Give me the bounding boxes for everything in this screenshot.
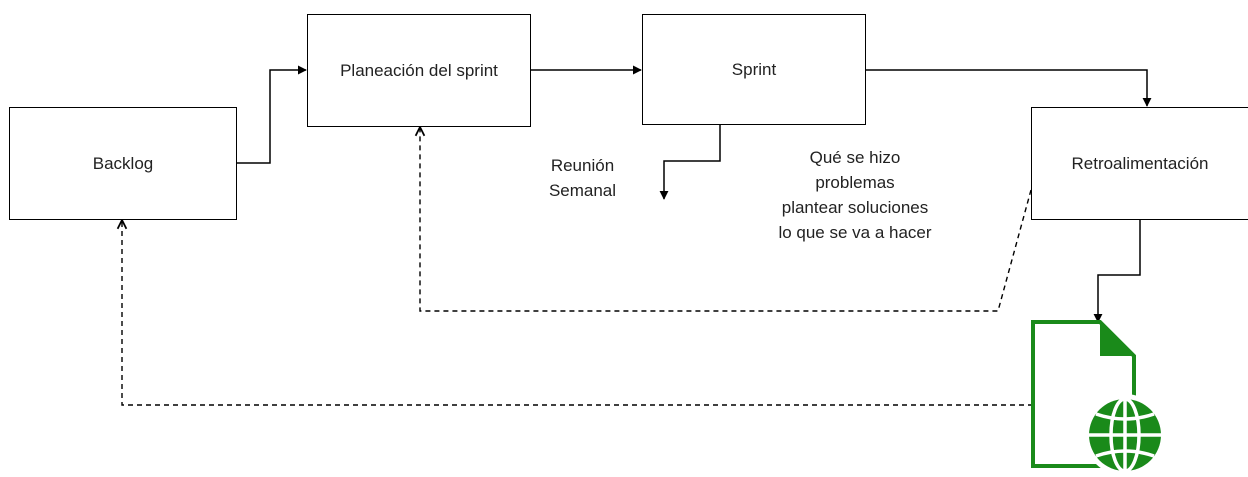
node-sprint-planning-label: Planeación del sprint <box>340 60 498 80</box>
edge-feedback-to-planning <box>420 127 1032 312</box>
note-review-points: Qué se hizo problemas plantear solucione… <box>740 145 970 245</box>
note-review-line: plantear soluciones <box>781 198 929 217</box>
node-feedback-label: Retroalimentación <box>1071 153 1209 173</box>
node-sprint-label: Sprint <box>731 59 777 79</box>
note-review-line: problemas <box>815 173 895 192</box>
node-backlog: Backlog <box>9 107 237 220</box>
note-review-line: Qué se hizo <box>809 148 901 167</box>
node-backlog-label: Backlog <box>92 153 154 173</box>
edge-output-to-backlog <box>122 220 1033 406</box>
solid-connectors <box>236 65 1152 323</box>
edge-backlog-to-planning <box>236 65 307 164</box>
note-weekly-meeting-line: Semanal <box>548 181 617 200</box>
web-document-icon <box>1031 320 1166 476</box>
edge-feedback-to-output <box>1093 219 1141 323</box>
edge-sprint-to-meeting <box>659 125 721 200</box>
edge-sprint-to-feedback <box>866 69 1152 107</box>
note-weekly-meeting-line: Reunión <box>550 156 615 175</box>
node-feedback: Retroalimentación <box>1031 107 1248 220</box>
note-weekly-meeting: Reunión Semanal <box>525 153 640 203</box>
node-sprint-planning: Planeación del sprint <box>307 14 531 127</box>
note-review-line: lo que se va a hacer <box>778 223 932 242</box>
dashed-connectors <box>122 127 1033 406</box>
node-sprint: Sprint <box>642 14 866 125</box>
